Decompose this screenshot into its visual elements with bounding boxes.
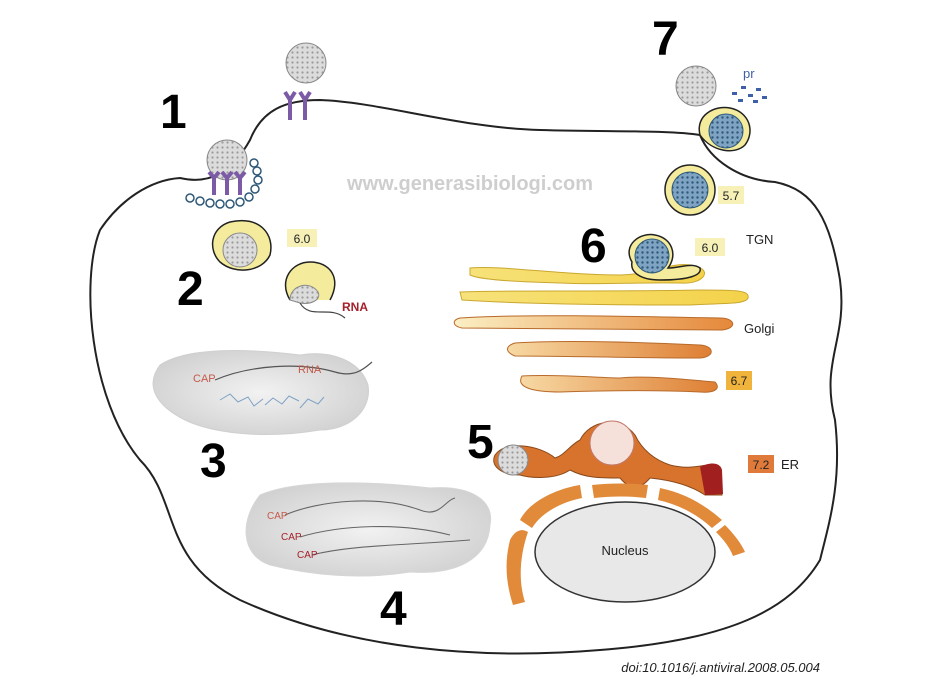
cap-label-trans: CAP (193, 373, 216, 385)
step-1-label: 1 (160, 86, 187, 139)
polyprotein-icon (219, 393, 325, 409)
tgn-label: TGN (746, 232, 773, 247)
endosome-virion-icon (222, 232, 258, 268)
receptor-icon (207, 170, 247, 195)
released-virion-icon (675, 65, 717, 107)
nucleus-icon (534, 501, 716, 603)
step-5-label: 5 (467, 416, 494, 469)
cap-label-poly-1: CAP (267, 511, 288, 522)
ph-label-early: 6.0 (294, 232, 311, 246)
nucleus-region: Nucleus (506, 483, 745, 605)
ph-box-golgi (726, 371, 752, 390)
nuclear-envelope (506, 483, 745, 605)
step-7-secretion: 5.7 pr 7 (652, 13, 767, 216)
step-4-label: 4 (380, 583, 407, 636)
nucleus-label: Nucleus (602, 543, 649, 558)
mrna-strand-3 (214, 361, 373, 381)
er-vesicle-virion (497, 444, 529, 476)
golgi-label: Golgi (744, 321, 774, 336)
watermark-text: www.generasibiologi.com (346, 173, 593, 195)
cell-membrane (89, 98, 843, 655)
cap-label-poly-2: CAP (281, 532, 302, 543)
rna-strand (299, 302, 346, 319)
step-3-translation: CAP RNA 3 (152, 350, 373, 488)
ph-box-er (748, 455, 774, 473)
ph-label-tgn: 6.0 (702, 241, 719, 255)
golgi-cisterna-2 (459, 289, 749, 306)
golgi-cisterna-5 (520, 374, 718, 393)
ph-box-secretory (718, 186, 744, 204)
prm-peptide-icon (732, 86, 767, 103)
ph-label-er: 7.2 (753, 458, 770, 472)
rna-label-trans: RNA (298, 364, 322, 376)
ph-box-early (287, 229, 317, 247)
golgi-stack: Golgi 6.7 (453, 264, 774, 393)
er-dark-tip (700, 463, 723, 495)
nucleocapsid-icon (289, 284, 320, 304)
citation-text: doi:10.1016/j.antiviral.2008.05.004 (621, 660, 820, 675)
exocytic-virion-icon (708, 113, 744, 149)
step-4-replication: CAP CAP CAP 4 (245, 482, 492, 636)
step-7-label: 7 (652, 13, 679, 66)
golgi-cisterna-4 (507, 341, 712, 359)
ph-box-tgn (695, 238, 725, 256)
rna-label-uncoat: RNA (342, 300, 368, 314)
step-6-label: 6 (580, 220, 607, 273)
step-2-uncoating: 6.0 RNA 2 (177, 219, 368, 319)
step-1-attachment: 1 (160, 42, 327, 209)
pr-label: pr (743, 66, 755, 81)
free-virion-icon (285, 42, 327, 84)
ribosome-cloud-icon (152, 350, 369, 436)
replication-cloud-icon (245, 482, 492, 577)
step-2-label: 2 (177, 263, 204, 316)
step-5-assembly: 5 7.2 ER (467, 416, 799, 496)
budding-virion-icon (589, 420, 635, 466)
step-6-tgn: 6 6.0 TGN (580, 220, 773, 281)
surface-receptor-icon (283, 90, 312, 120)
ph-label-golgi: 6.7 (731, 374, 748, 388)
step-3-label: 3 (200, 435, 227, 488)
rna-strands-4 (284, 497, 471, 556)
cap-label-poly-3: CAP (297, 550, 318, 561)
golgi-cisterna-3 (453, 315, 734, 331)
immature-virion-icon (634, 238, 670, 274)
ph-label-secretory: 5.7 (723, 189, 740, 203)
mature-virion-icon (671, 171, 709, 209)
er-label: ER (781, 457, 799, 472)
clathrin-coat (185, 158, 263, 209)
